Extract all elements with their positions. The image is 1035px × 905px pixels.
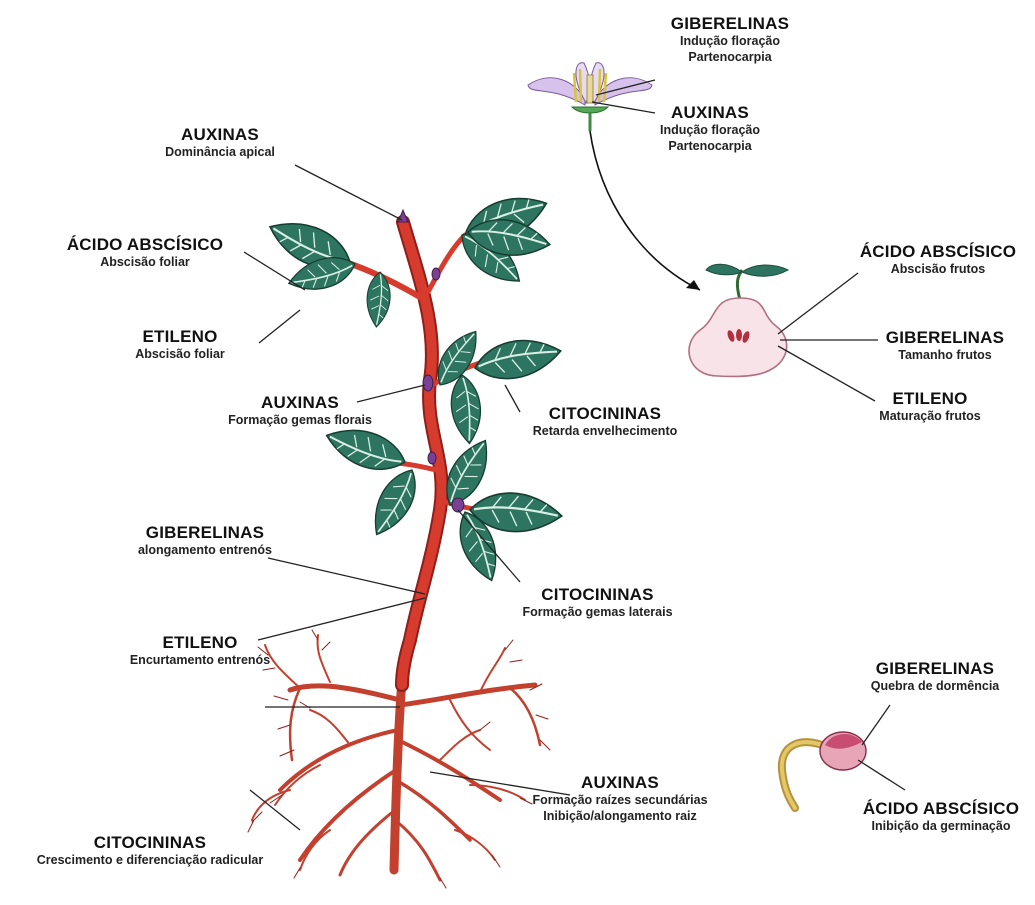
label-etileno-leaf-abscission: ETILENO Abscisão foliar (100, 327, 260, 362)
label-giberelinas-flower: GIBERELINAS Indução floração Partenocarp… (640, 14, 820, 65)
label-title: CITOCININAS (5, 833, 295, 852)
label-title: AUXINAS (620, 103, 800, 122)
label-aba-seed: ÁCIDO ABSCÍSICO Inibição da germinação (849, 799, 1033, 834)
label-title: CITOCININAS (500, 404, 710, 423)
label-auxinas-flower: AUXINAS Indução floração Partenocarpia (620, 103, 800, 154)
label-desc: Abscisão frutos (845, 261, 1031, 277)
label-etileno-fruit: ETILENO Maturação frutos (850, 389, 1010, 424)
label-giberelinas-fruit: GIBERELINAS Tamanho frutos (865, 328, 1025, 363)
label-desc: Indução floração (620, 122, 800, 138)
label-desc: Crescimento e diferenciação radicular (5, 852, 295, 868)
fruit-drawing (689, 264, 788, 376)
label-desc: Maturação frutos (850, 408, 1010, 424)
label-desc: Retarda envelhecimento (500, 423, 710, 439)
label-title: AUXINAS (130, 125, 310, 144)
label-title: ETILENO (850, 389, 1010, 408)
label-desc: Encurtamento entrenós (95, 652, 305, 668)
label-citocininas-aging: CITOCININAS Retarda envelhecimento (500, 404, 710, 439)
label-desc: Formação gemas laterais (495, 604, 700, 620)
label-auxinas-apical-dominance: AUXINAS Dominância apical (130, 125, 310, 160)
label-desc: alongamento entrenós (110, 542, 300, 558)
label-desc: Abscisão foliar (45, 254, 245, 270)
label-desc: Formação gemas florais (205, 412, 395, 428)
flower-to-fruit-arrow (590, 131, 700, 290)
label-title: ÁCIDO ABSCÍSICO (45, 235, 245, 254)
label-title: ETILENO (100, 327, 260, 346)
label-desc-2: Partenocarpia (620, 138, 800, 154)
label-title: CITOCININAS (495, 585, 700, 604)
label-auxinas-floral-buds: AUXINAS Formação gemas florais (205, 393, 395, 428)
label-citocininas-root: CITOCININAS Crescimento e diferenciação … (5, 833, 295, 868)
label-title: GIBERELINAS (640, 14, 820, 33)
label-title: GIBERELINAS (865, 328, 1025, 347)
label-desc: Tamanho frutos (865, 347, 1025, 363)
label-desc: Abscisão foliar (100, 346, 260, 362)
label-desc: Indução floração (640, 33, 820, 49)
label-auxinas-root: AUXINAS Formação raízes secundárias Inib… (510, 773, 730, 824)
label-desc-2: Partenocarpia (640, 49, 820, 65)
label-desc: Quebra de dormência (845, 678, 1025, 694)
label-title: ÁCIDO ABSCÍSICO (845, 242, 1031, 261)
label-title: ÁCIDO ABSCÍSICO (849, 799, 1033, 818)
label-title: AUXINAS (510, 773, 730, 792)
label-title: ETILENO (95, 633, 305, 652)
label-citocininas-lateral-buds: CITOCININAS Formação gemas laterais (495, 585, 700, 620)
label-desc: Dominância apical (130, 144, 310, 160)
label-desc: Inibição da germinação (849, 818, 1033, 834)
label-aba-fruit: ÁCIDO ABSCÍSICO Abscisão frutos (845, 242, 1031, 277)
label-title: GIBERELINAS (110, 523, 300, 542)
label-desc: Formação raízes secundárias (510, 792, 730, 808)
label-title: GIBERELINAS (845, 659, 1025, 678)
label-desc-2: Inibição/alongamento raiz (510, 808, 730, 824)
label-giberelinas-internode: GIBERELINAS alongamento entrenós (110, 523, 300, 558)
label-aba-leaf-abscission: ÁCIDO ABSCÍSICO Abscisão foliar (45, 235, 245, 270)
seed-drawing (782, 732, 866, 808)
label-title: AUXINAS (205, 393, 395, 412)
label-etileno-internode: ETILENO Encurtamento entrenós (95, 633, 305, 668)
label-giberelinas-seed: GIBERELINAS Quebra de dormência (845, 659, 1025, 694)
